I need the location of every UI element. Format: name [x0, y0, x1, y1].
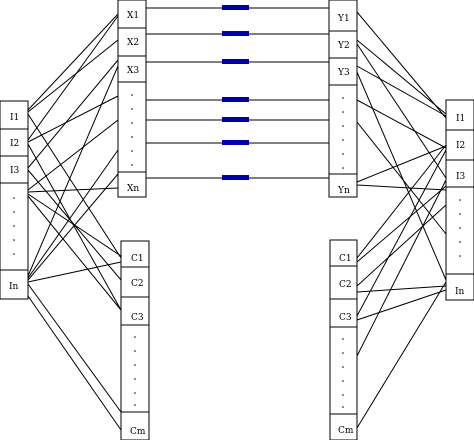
xy-links — [146, 5, 329, 180]
left-in-label: In — [9, 282, 19, 292]
right-i-stack: I1 I2 I3 In — [445, 99, 474, 301]
c-left-c3-label: C3 — [131, 313, 144, 323]
c-right-stack: C1 C2 C3 Cm — [329, 239, 358, 440]
c-right-cm-label: Cm — [338, 426, 354, 436]
x-stack-frame — [117, 0, 147, 198]
c-right-ellipsis — [342, 338, 344, 408]
right-i2-label: I2 — [456, 141, 465, 151]
x3-label: X3 — [127, 66, 139, 76]
x2-label: X2 — [127, 38, 139, 48]
x1-label: X1 — [127, 11, 139, 21]
left-i3-label: I3 — [10, 166, 20, 176]
left-i-stack: I1 I2 I3 In — [0, 100, 29, 300]
right-in-label: In — [455, 287, 465, 297]
y-stack-frame — [328, 0, 358, 198]
xn-label: Xn — [127, 184, 139, 194]
c-right-c3-label: C3 — [339, 313, 352, 323]
x-stack: X1 X2 X3 Xn — [117, 0, 147, 198]
link-block — [222, 5, 249, 10]
link-block — [222, 59, 249, 64]
c-right-stack-frame — [329, 239, 358, 440]
right-i3-label: I3 — [456, 172, 466, 182]
yn-label: Yn — [337, 186, 350, 196]
c-left-stack: C1 C2 C3 Cm — [120, 240, 150, 440]
left-i2-label: I2 — [10, 139, 19, 149]
left-i-stack-frame — [0, 100, 29, 300]
c-left-c2-label: C2 — [131, 279, 144, 289]
c-left-cm-label: Cm — [130, 427, 146, 437]
c-right-c2-label: C2 — [339, 280, 352, 290]
c-left-c1-label: C1 — [131, 254, 144, 264]
y3-label: Y3 — [337, 68, 350, 78]
link-block — [222, 97, 249, 102]
y1-label: Y1 — [337, 14, 350, 24]
c-left-ellipsis — [134, 336, 136, 406]
left-connections — [27, 13, 122, 431]
right-i1-label: I1 — [456, 114, 465, 124]
x-ellipsis — [131, 94, 133, 166]
y2-label: Y2 — [337, 41, 350, 51]
c-left-stack-frame — [120, 240, 150, 440]
right-connections — [356, 11, 447, 429]
link-block — [222, 175, 249, 180]
c-right-c1-label: C1 — [339, 254, 352, 264]
link-block — [222, 140, 249, 145]
right-i-ellipsis — [459, 199, 461, 257]
link-block — [222, 31, 249, 36]
y-stack: Y1 Y2 Y3 Yn — [328, 0, 358, 198]
left-i1-label: I1 — [10, 113, 19, 123]
y-ellipsis — [342, 97, 344, 169]
link-block — [222, 117, 249, 122]
left-i-ellipsis — [13, 197, 15, 255]
